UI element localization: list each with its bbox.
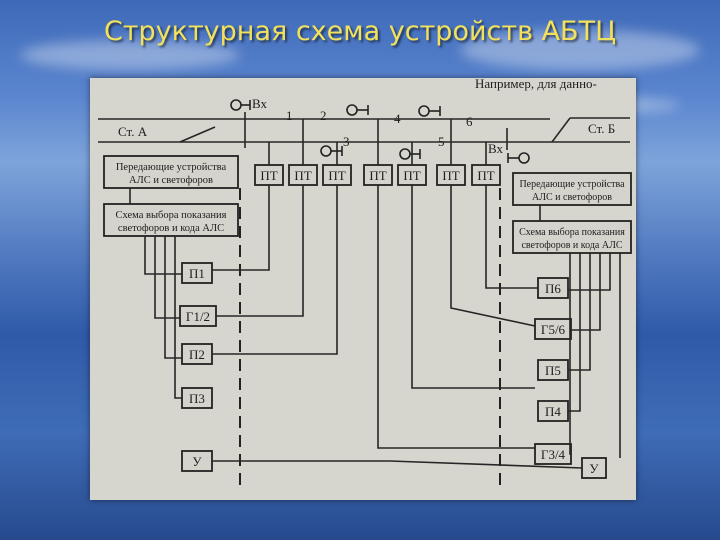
svg-text:П1: П1 (189, 266, 205, 281)
left-transmit-box: Передающие устройства АЛС и светофоров (103, 155, 239, 189)
svg-text:П3: П3 (189, 391, 205, 406)
svg-text:ПТ: ПТ (369, 168, 386, 183)
box-p5: П5 (537, 359, 569, 381)
svg-text:ПТ: ПТ (260, 168, 277, 183)
wiring (129, 119, 621, 469)
cloud-streak (460, 30, 700, 70)
right-transmit-box: Передающие устройства АЛС и светофоров (512, 172, 632, 206)
right-select-box: Схема выбора показания светофоров и кода… (512, 220, 632, 254)
signal-icon (346, 104, 369, 116)
signal-icon (507, 152, 530, 164)
svg-text:светофоров и кода АЛС: светофоров и кода АЛС (521, 240, 622, 251)
block-diagram: Например, для данно- Ст. А Ст. Б Вх Вх 1… (98, 78, 632, 488)
svg-text:Передающие устройства: Передающие устройства (519, 179, 625, 190)
svg-text:П2: П2 (189, 347, 205, 362)
section-number: 2 (320, 108, 327, 123)
diagram-photo: Например, для данно- Ст. А Ст. Б Вх Вх 1… (90, 78, 636, 500)
section-number: 6 (466, 114, 473, 129)
rail-line (551, 117, 571, 143)
svg-text:Г3/4: Г3/4 (541, 447, 566, 462)
box-g5-6: Г5/6 (534, 318, 572, 340)
svg-text:У: У (192, 454, 202, 469)
box-g3-4: Г3/4 (534, 443, 572, 465)
signal-icon (418, 105, 441, 117)
signal-icon (230, 99, 251, 111)
box-p2: П2 (181, 343, 213, 365)
input-label-left: Вх (252, 96, 267, 111)
svg-text:ПТ: ПТ (477, 168, 494, 183)
station-a-label: Ст. А (118, 124, 148, 139)
svg-text:Передающие устройства: Передающие устройства (116, 162, 227, 173)
section-number: 3 (343, 134, 350, 149)
input-label-right: Вх (488, 141, 503, 156)
signal-icon (399, 148, 421, 160)
box-g1-2: Г1/2 (179, 305, 217, 327)
box-p3: П3 (181, 387, 213, 409)
box-u-left: У (181, 450, 213, 472)
svg-text:АЛС и светофоров: АЛС и светофоров (532, 192, 612, 203)
svg-text:П6: П6 (545, 281, 561, 296)
section-number: 4 (394, 111, 401, 126)
top-text: Например, для данно- (475, 78, 597, 91)
left-select-box: Схема выбора показания светофоров и кода… (103, 203, 239, 237)
svg-text:светофоров и кода АЛС: светофоров и кода АЛС (118, 223, 224, 234)
svg-text:ПТ: ПТ (294, 168, 311, 183)
signal-icon (320, 145, 343, 157)
slide-title: Структурная схема устройств АБТЦ (103, 16, 617, 47)
pt-box: ПТ (363, 164, 393, 186)
pt-box: ПТ (397, 164, 427, 186)
station-b-label: Ст. Б (588, 121, 615, 136)
pt-box: ПТ (254, 164, 284, 186)
pt-box: ПТ (288, 164, 318, 186)
svg-text:Г5/6: Г5/6 (541, 322, 566, 337)
box-p4: П4 (537, 400, 569, 422)
box-p1: П1 (181, 262, 213, 284)
svg-text:П5: П5 (545, 363, 561, 378)
rail-line (179, 126, 216, 143)
svg-text:Схема выбора показания: Схема выбора показания (116, 210, 227, 221)
box-u-right: У (581, 457, 607, 479)
svg-text:ПТ: ПТ (442, 168, 459, 183)
svg-text:ПТ: ПТ (403, 168, 420, 183)
svg-text:ПТ: ПТ (328, 168, 345, 183)
box-p6: П6 (537, 277, 569, 299)
pt-box: ПТ (471, 164, 501, 186)
svg-text:АЛС и светофоров: АЛС и светофоров (129, 175, 213, 186)
pt-box: ПТ (436, 164, 466, 186)
svg-text:П4: П4 (545, 404, 561, 419)
svg-text:У: У (589, 461, 599, 476)
cloud-streak (20, 40, 240, 70)
pt-box: ПТ (322, 164, 352, 186)
section-number: 5 (438, 134, 445, 149)
svg-text:Г1/2: Г1/2 (186, 309, 210, 324)
section-number: 1 (286, 108, 293, 123)
svg-text:Схема выбора показания: Схема выбора показания (519, 227, 625, 238)
